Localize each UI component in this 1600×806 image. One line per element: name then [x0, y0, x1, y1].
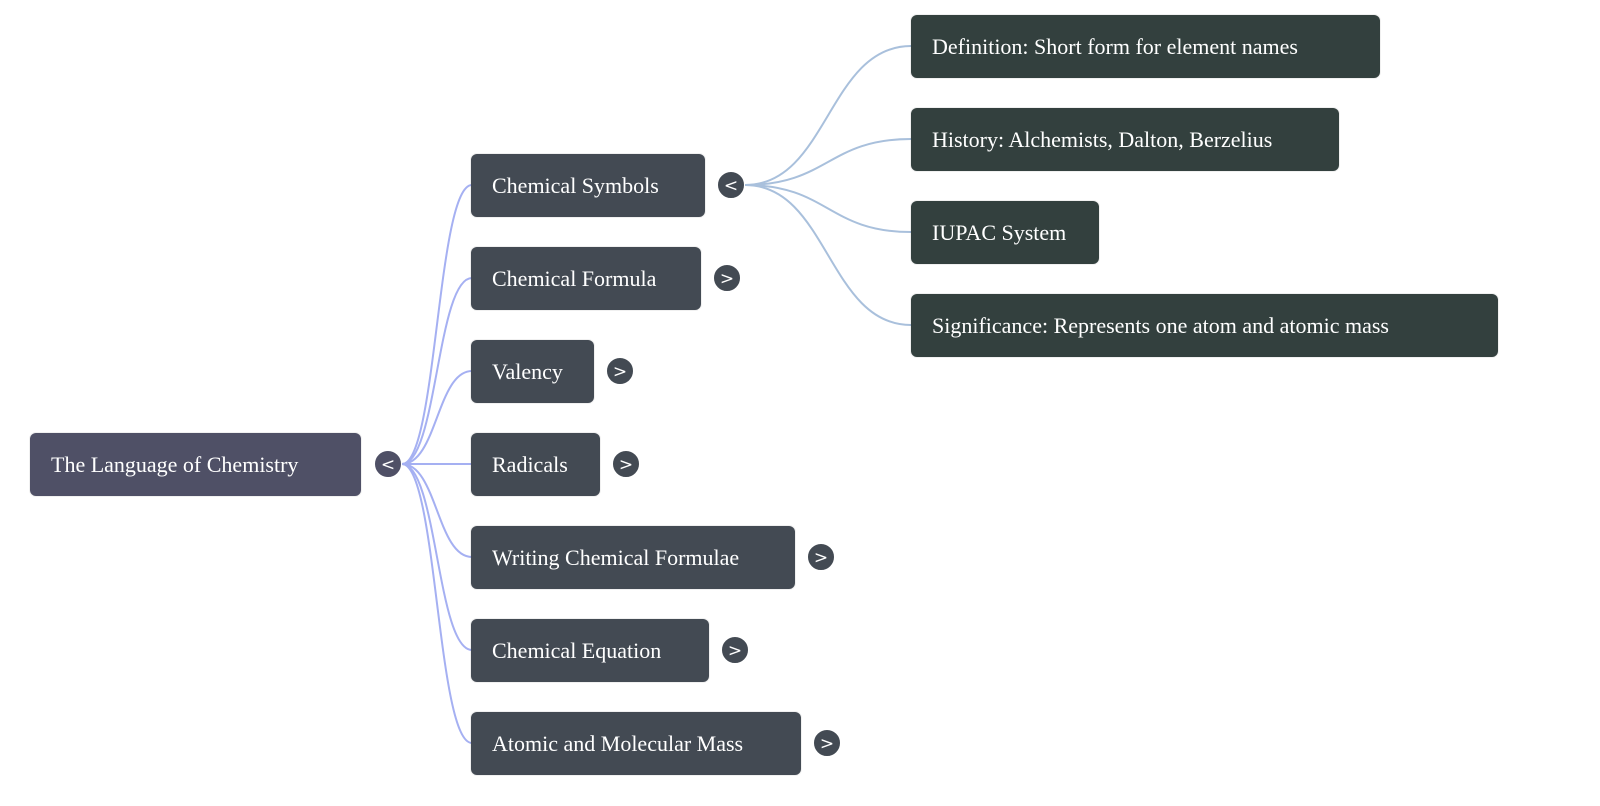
topic-label: Radicals	[492, 452, 568, 477]
topic-node-writing-chemical-formulae[interactable]: Writing Chemical Formulae	[471, 526, 795, 589]
root-connector-line	[401, 463, 473, 651]
collapse-toggle-icon[interactable]: <	[717, 171, 745, 199]
topic-node-chemical-formula[interactable]: Chemical Formula	[471, 247, 701, 310]
subtopic-label: IUPAC System	[932, 220, 1067, 245]
expand-toggle-icon[interactable]: >	[612, 450, 640, 478]
topic-label: Writing Chemical Formulae	[492, 545, 740, 570]
subtopic-node-history[interactable]: History: Alchemists, Dalton, Berzelius	[911, 108, 1339, 171]
topic-node-radicals[interactable]: Radicals	[471, 433, 600, 496]
topic-label: Atomic and Molecular Mass	[492, 731, 744, 756]
expand-toggle-icon[interactable]: >	[813, 729, 841, 757]
topic-node-chemical-symbols[interactable]: Chemical Symbols	[471, 154, 705, 217]
topic-node-valency[interactable]: Valency	[471, 340, 594, 403]
subtopic-node-significance[interactable]: Significance: Represents one atom and at…	[911, 294, 1498, 357]
topic-label: Chemical Symbols	[492, 173, 659, 198]
subtopic-connector-line	[744, 45, 912, 186]
root-connector-line	[401, 184, 473, 465]
subtopic-label: Significance: Represents one atom and at…	[932, 313, 1389, 338]
subtopic-connector-line	[744, 184, 912, 326]
subtopic-label: Definition: Short form for element names	[932, 34, 1298, 59]
collapse-toggle-icon[interactable]: <	[374, 450, 402, 478]
expand-toggle-icon[interactable]: >	[713, 264, 741, 292]
subtopic-node-iupac-system[interactable]: IUPAC System	[911, 201, 1099, 264]
expand-toggle-icon[interactable]: >	[807, 543, 835, 571]
subtopic-connector-line	[744, 184, 912, 233]
topic-label: Valency	[492, 359, 563, 384]
root-connector-line	[401, 370, 473, 465]
root-node-label: The Language of Chemistry	[51, 452, 299, 477]
root-connector-line	[401, 277, 473, 465]
root-node[interactable]: The Language of Chemistry	[30, 433, 361, 496]
subtopic-node-definition[interactable]: Definition: Short form for element names	[911, 15, 1380, 78]
topic-label: Chemical Equation	[492, 638, 662, 663]
root-connector-line	[401, 463, 473, 558]
expand-toggle-icon[interactable]: >	[606, 357, 634, 385]
subtopic-connector-line	[744, 138, 912, 186]
subtopic-label: History: Alchemists, Dalton, Berzelius	[932, 127, 1273, 152]
topic-node-chemical-equation[interactable]: Chemical Equation	[471, 619, 709, 682]
topic-node-atomic-and-molecular-mass[interactable]: Atomic and Molecular Mass	[471, 712, 801, 775]
root-connector-line	[401, 463, 473, 744]
topic-label: Chemical Formula	[492, 266, 657, 291]
expand-toggle-icon[interactable]: >	[721, 636, 749, 664]
